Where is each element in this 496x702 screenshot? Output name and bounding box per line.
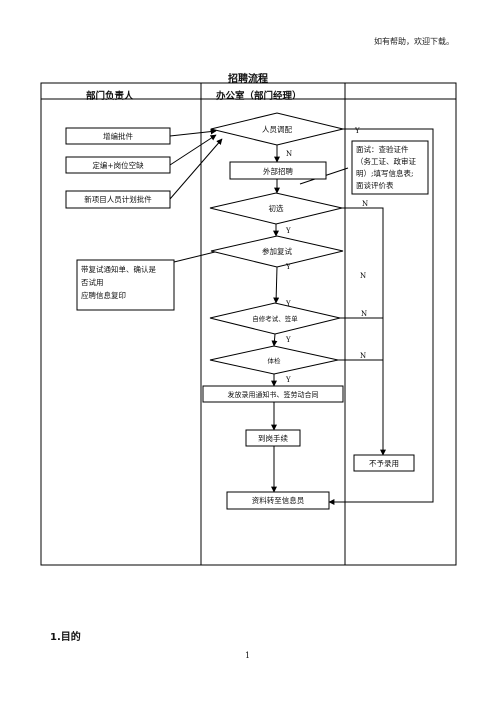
label-y-second-interview: Y — [285, 263, 291, 271]
box-project-plan — [65, 190, 171, 209]
retest-note-line-3: 应聘信息复印 — [81, 290, 126, 300]
interview-check-line-1: 面试：查验证件 — [356, 144, 409, 154]
label-y-exam-down: Y — [285, 336, 291, 344]
box-interview-check — [351, 140, 429, 195]
box-project-plan-label: 新项目人员计划批件 — [84, 194, 152, 204]
header-note: 如有帮助，欢迎下载。 — [374, 37, 454, 46]
column-header-office: 办公室（部门经理） — [216, 91, 302, 102]
box-vacancy-label: 定编+岗位空缺 — [92, 160, 144, 170]
column-header-dept-head: 部门负责人 — [86, 91, 134, 102]
label-y-first-screen: Y — [285, 227, 291, 235]
retest-note-line-1: 带复试通知单、确认是 — [81, 264, 156, 274]
interview-check-line-4: 面谈评价表 — [356, 180, 394, 190]
decision-second-interview-label: 参加复试 — [262, 246, 292, 256]
label-n-second-interview: N — [360, 272, 366, 280]
decision-transfer-label: 人员调配 — [262, 125, 292, 134]
box-reject-label: 不予录用 — [369, 459, 399, 468]
label-n-transfer: N — [286, 150, 292, 158]
decision-second-interview — [210, 235, 344, 268]
label-y-transfer: Y — [354, 127, 360, 135]
box-offer-label: 发放录用通知书、签劳动合同 — [228, 390, 319, 399]
label-n-first-screen: N — [362, 200, 368, 208]
box-external-recruit-label: 外部招聘 — [263, 166, 293, 176]
box-retest-note — [76, 259, 175, 311]
page-title: 招聘流程 — [228, 74, 268, 85]
decision-first-screen-label: 初选 — [269, 203, 284, 213]
box-headcount-approval-label: 增编批件 — [103, 131, 133, 141]
page-number: 1 — [245, 651, 251, 660]
decision-physical-label: 体检 — [268, 356, 282, 365]
interview-check-line-2: （务工证、政审证 — [356, 156, 416, 166]
decision-exam-sign-label: 自修考试、签单 — [252, 314, 298, 323]
section-heading: 1.目的 — [50, 632, 81, 643]
label-n-physical: N — [360, 352, 366, 360]
label-y-exam: Y — [285, 300, 291, 308]
box-onboard-label: 到岗手续 — [258, 433, 288, 443]
label-n-exam: N — [361, 310, 367, 318]
retest-note-line-2: 否试用 — [81, 277, 104, 287]
label-y-physical: Y — [285, 376, 291, 384]
box-archive-label: 资料转至信息员 — [252, 495, 305, 505]
interview-check-line-3: 明）;填写信息表; — [356, 168, 414, 178]
